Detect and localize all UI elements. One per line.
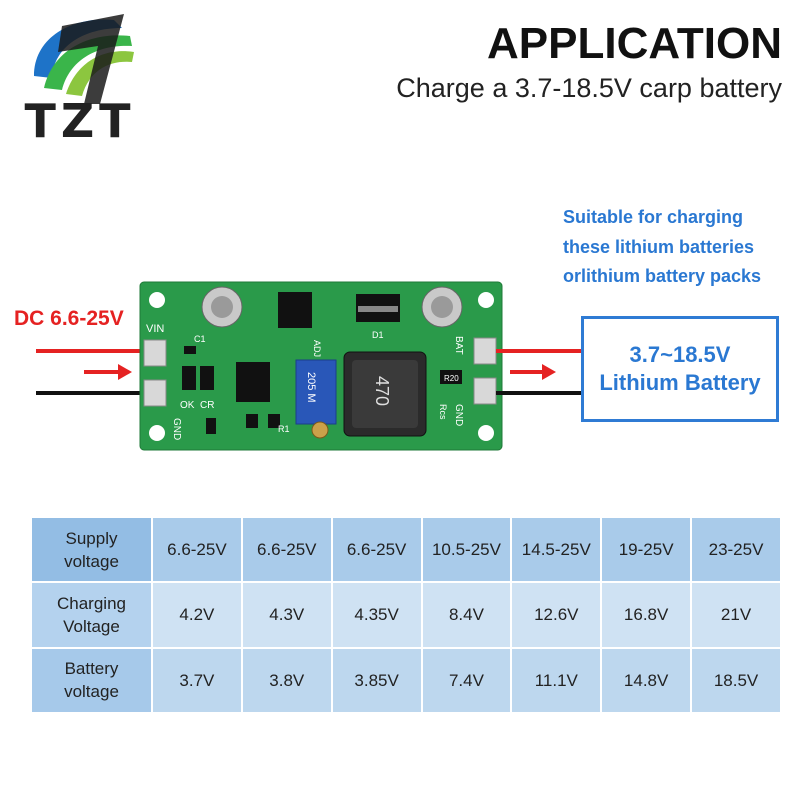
table-cell: 11.1V: [510, 646, 603, 715]
tzt-logo: TZT: [4, 6, 154, 156]
ic-chip-icon: [236, 362, 270, 402]
voltage-spec-table: Supply voltage 6.6-25V 6.6-25V 6.6-25V 1…: [30, 515, 782, 715]
vin-pad: [143, 339, 167, 367]
note-line: Suitable for charging: [563, 207, 744, 227]
output-arrow-icon: [510, 364, 556, 380]
rcs-silk-label: Rcs: [438, 404, 448, 420]
ok-silk-label: OK: [180, 400, 195, 411]
page-subtitle: Charge a 3.7-18.5V carp battery: [396, 73, 782, 103]
battery-type: Lithium Battery: [599, 370, 761, 395]
table-cell: 14.5-25V: [510, 515, 603, 584]
gnd-out-pad: [473, 377, 497, 405]
table-row: Supply voltage 6.6-25V 6.6-25V 6.6-25V 1…: [30, 515, 782, 584]
table-cell: 12.6V: [510, 581, 603, 649]
c1-silk-label: C1: [194, 334, 206, 344]
mount-hole-icon: [149, 292, 165, 308]
brand-name: TZT: [24, 94, 136, 148]
pot-marking: 205 M: [305, 372, 317, 403]
input-voltage-label: DC 6.6-25V: [14, 307, 124, 330]
table-row: Charging Voltage 4.2V 4.3V 4.35V 8.4V 12…: [30, 581, 782, 649]
charger-board: VIN GND C1 OK CR ADJ 205 M 470 D1 BAT GN…: [139, 281, 503, 451]
led-ok-icon: [182, 366, 196, 390]
row-header: Charging Voltage: [30, 581, 153, 649]
table-cell: 4.2V: [151, 581, 243, 649]
table-cell: 23-25V: [690, 515, 782, 584]
table-cell: 18.5V: [690, 646, 782, 715]
table-cell: 4.3V: [240, 581, 333, 649]
adj-silk-label: ADJ: [312, 340, 322, 357]
r1-silk-label: R1: [278, 424, 290, 434]
bat-pad: [473, 337, 497, 365]
input-arrow-icon: [84, 364, 132, 380]
bat-silk-label: BAT: [453, 336, 464, 355]
row-header: Battery voltage: [30, 646, 153, 715]
ic-chip-icon: [278, 292, 312, 328]
table-cell: 3.8V: [240, 646, 333, 715]
table-cell: 3.7V: [151, 646, 243, 715]
inductor-marking: 470: [372, 376, 392, 406]
note-line: orlithium battery packs: [563, 266, 762, 286]
sense-resistor-icon: [440, 370, 462, 384]
table-cell: 16.8V: [600, 581, 693, 649]
tzt-logo-mark: [34, 14, 134, 104]
note-line: these lithium batteries: [563, 236, 755, 257]
cr-silk-label: CR: [200, 400, 214, 411]
table-cell: 4.35V: [330, 581, 423, 649]
potentiometer-icon: [295, 359, 337, 425]
table-cell: 6.6-25V: [240, 515, 333, 584]
d1-silk-label: D1: [372, 330, 384, 340]
table-cell: 7.4V: [420, 646, 513, 715]
table-cell: 6.6-25V: [330, 515, 423, 584]
table-cell: 14.8V: [600, 646, 693, 715]
led-cr-icon: [200, 366, 214, 390]
battery-voltage-range: 3.7~18.5V: [629, 342, 731, 367]
table-row: Battery voltage 3.7V 3.8V 3.85V 7.4V 11.…: [30, 646, 782, 715]
table-cell: 19-25V: [600, 515, 693, 584]
r20-marking: R20: [444, 374, 459, 383]
mount-hole-icon: [478, 292, 494, 308]
mount-hole-icon: [149, 425, 165, 441]
battery-box: 3.7~18.5V Lithium Battery: [581, 316, 779, 422]
table-cell: 3.85V: [330, 646, 423, 715]
table-cell: 8.4V: [420, 581, 513, 649]
vin-silk-label: VIN: [146, 323, 164, 335]
table-cell: 6.6-25V: [151, 515, 243, 584]
compatibility-note: Suitable for charging these lithium batt…: [563, 203, 761, 292]
gnd-in-silk-label: GND: [171, 418, 182, 440]
gnd-in-pad: [143, 379, 167, 407]
table-cell: 10.5-25V: [420, 515, 513, 584]
row-header: Supply voltage: [30, 515, 153, 584]
page-title: APPLICATION: [487, 19, 782, 68]
gnd-out-silk-label: GND: [453, 404, 464, 426]
mount-hole-icon: [478, 425, 494, 441]
table-cell: 21V: [690, 581, 782, 649]
